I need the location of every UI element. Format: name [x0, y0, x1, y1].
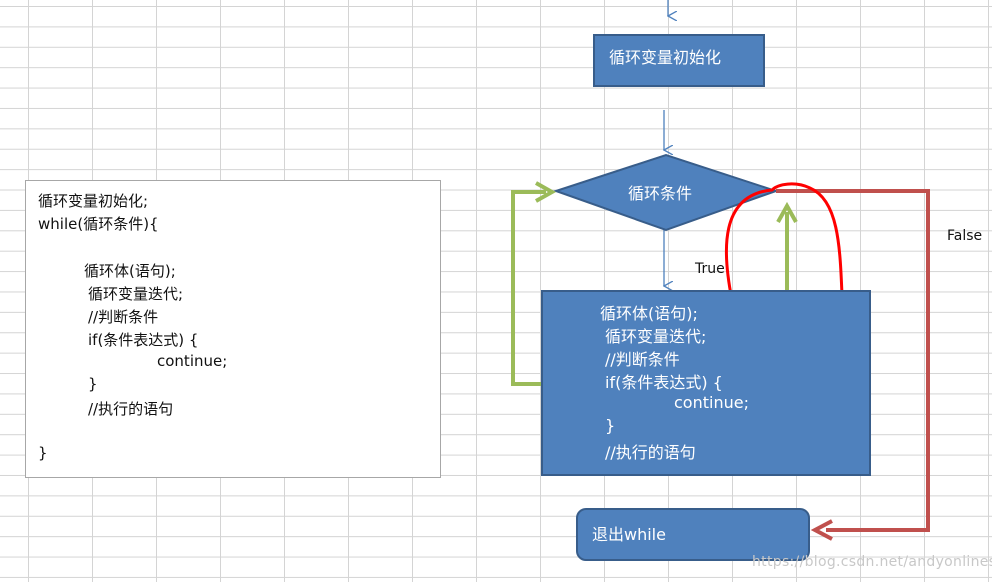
true-label: True: [695, 261, 725, 277]
code-line: //判断条件: [88, 308, 159, 326]
loop-back-arrowhead: [535, 181, 557, 203]
code-line: }: [88, 375, 98, 393]
code-line: if(条件表达式) {: [88, 331, 199, 349]
body-line: 循环体(语句);: [600, 304, 698, 323]
init-box: 循环变量初始化: [593, 34, 765, 87]
exit-box: 退出while: [576, 508, 810, 561]
code-line: continue;: [157, 352, 228, 370]
body-line: //执行的语句: [605, 443, 696, 462]
body-line: //判断条件: [605, 350, 680, 369]
body-line: if(条件表达式) {: [605, 373, 723, 392]
watermark: https://blog.csdn.net/andyonlines: [752, 554, 992, 570]
code-line: 循环体(语句);: [84, 262, 176, 280]
body-line: 循环变量迭代;: [605, 327, 707, 346]
loop-back-arrow: [511, 190, 546, 386]
code-line: 循环变量迭代;: [88, 285, 184, 303]
code-line: 循环变量初始化;: [38, 192, 149, 210]
body-line: continue;: [674, 393, 749, 412]
exit-label: 退出while: [592, 525, 666, 544]
code-block: 循环变量初始化; while(循环条件){ 循环体(语句); 循环变量迭代; /…: [25, 180, 441, 478]
condition-label: 循环条件: [628, 184, 693, 203]
false-label: False: [947, 228, 983, 244]
false-path-arrow: [776, 189, 930, 532]
loop-body-box: 循环体(语句); 循环变量迭代; //判断条件 if(条件表达式) { cont…: [541, 290, 871, 476]
code-line: //执行的语句: [88, 400, 174, 418]
init-label: 循环变量初始化: [609, 48, 722, 67]
false-path-arrowhead: [810, 519, 833, 541]
continue-arrowhead: [776, 201, 798, 223]
body-line: }: [605, 416, 616, 435]
code-line: }: [38, 444, 48, 462]
code-line: while(循环条件){: [38, 215, 159, 233]
